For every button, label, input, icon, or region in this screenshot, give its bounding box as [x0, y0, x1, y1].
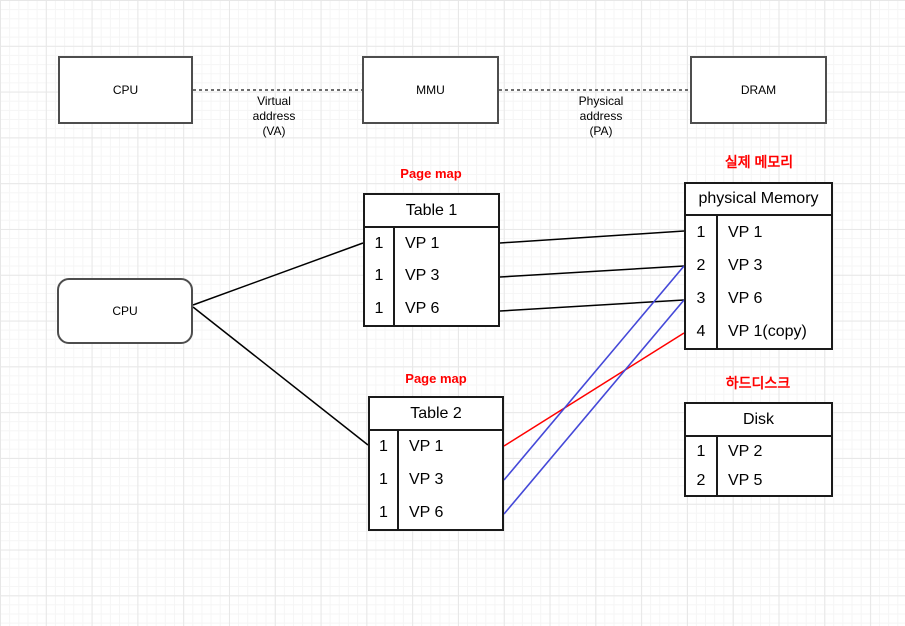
- table-row: 1 VP 6: [370, 496, 502, 530]
- edge-table2-vp6-memory3[interactable]: [503, 299, 685, 515]
- memory-caption[interactable]: 실제 메모리: [724, 154, 794, 170]
- page-map-caption-1[interactable]: Page map: [400, 166, 462, 181]
- disk-table[interactable]: Disk 1 VP 2 2 VP 5: [684, 402, 833, 497]
- table-row: 2 VP 5: [686, 466, 831, 495]
- cpu-left-label: CPU: [112, 304, 138, 318]
- table-row: 1 VP 1: [365, 228, 498, 261]
- table-row: 1 VP 3: [370, 463, 502, 497]
- cpu-left-box[interactable]: CPU: [57, 278, 193, 344]
- table-row: 4 VP 1(copy): [686, 315, 831, 348]
- mmu-label: MMU: [416, 83, 445, 97]
- table1-header: Table 1: [365, 195, 498, 228]
- page-map-caption-2[interactable]: Page map: [405, 371, 467, 386]
- cpu-top-box[interactable]: CPU: [58, 56, 193, 124]
- physical-address-label: Physical address (PA): [578, 94, 624, 138]
- cpu-top-label: CPU: [112, 83, 139, 97]
- disk-caption[interactable]: 하드디스크: [725, 375, 791, 391]
- memory-header: physical Memory: [686, 184, 831, 216]
- table-row: 1 VP 2: [686, 437, 831, 466]
- virtual-address-label: Virtual address (VA): [252, 94, 296, 138]
- edge-table2-vp3-memory2[interactable]: [503, 265, 685, 481]
- physical-memory-table[interactable]: physical Memory 1 VP 1 2 VP 3 3 VP 6 4 V…: [684, 182, 833, 350]
- table-row: 1 VP 1: [370, 431, 502, 464]
- dram-box[interactable]: DRAM: [690, 56, 827, 124]
- table2-header: Table 2: [370, 398, 502, 431]
- edge-cpu-table2[interactable]: [192, 306, 369, 446]
- mmu-box[interactable]: MMU: [362, 56, 499, 124]
- page-table-1[interactable]: Table 1 1 VP 1 1 VP 3 1 VP 6: [363, 193, 500, 327]
- table-row: 1 VP 1: [686, 216, 831, 249]
- table-row: 2 VP 3: [686, 249, 831, 282]
- edge-table1-vp3-memory2[interactable]: [499, 265, 685, 278]
- edge-table1-vp1-memory1[interactable]: [499, 230, 685, 244]
- table-row: 1 VP 6: [365, 292, 498, 325]
- dram-label: DRAM: [740, 83, 777, 97]
- table-row: 3 VP 6: [686, 282, 831, 315]
- page-table-2[interactable]: Table 2 1 VP 1 1 VP 3 1 VP 6: [368, 396, 504, 531]
- table-row: 1 VP 3: [365, 260, 498, 293]
- edge-table2-vp1-memory4[interactable]: [503, 332, 685, 447]
- edge-table1-vp6-memory3[interactable]: [499, 299, 685, 312]
- disk-header: Disk: [686, 404, 831, 437]
- edge-cpu-table1[interactable]: [192, 242, 364, 306]
